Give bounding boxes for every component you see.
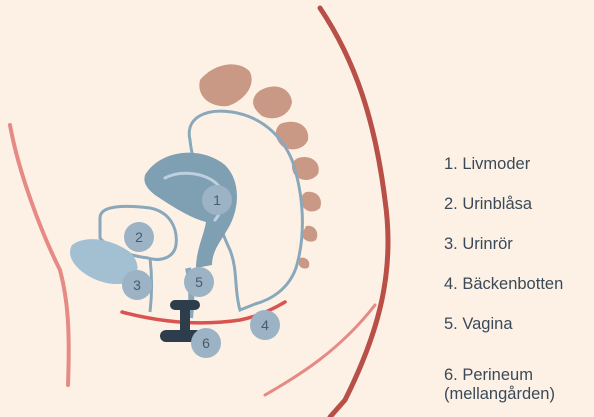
marker-6-label: 6 [202,335,210,351]
vertebra [301,192,321,212]
marker-5-label: 5 [195,274,203,290]
legend-item-perineum-note: (mellangården) [444,385,555,404]
buttock-outline [265,305,375,395]
front-outline [10,125,69,385]
vertebra [302,226,317,242]
marker-3-label: 3 [133,277,141,293]
vertebra [276,122,308,150]
legend-item-livmoder: 1. Livmoder [444,155,530,174]
marker-6: 6 [191,328,221,358]
marker-5: 5 [184,267,214,297]
vertebra [299,258,310,269]
marker-3: 3 [122,270,152,300]
legend-item-vagina: 5. Vagina [444,315,513,334]
marker-4-label: 4 [261,317,269,333]
back-outline [320,8,388,417]
marker-2-label: 2 [135,229,143,245]
marker-1: 1 [202,185,232,215]
legend-item-urinblasa: 2. Urinblåsa [444,195,532,214]
marker-4: 4 [250,310,280,340]
marker-2: 2 [124,222,154,252]
vertebra [253,87,292,119]
legend-item-backenbotten: 4. Bäckenbotten [444,275,563,294]
marker-1-label: 1 [213,192,221,208]
legend-item-urinror: 3. Urinrör [444,235,513,254]
legend-item-perineum: 6. Perineum [444,366,533,385]
vertebra [199,64,251,106]
